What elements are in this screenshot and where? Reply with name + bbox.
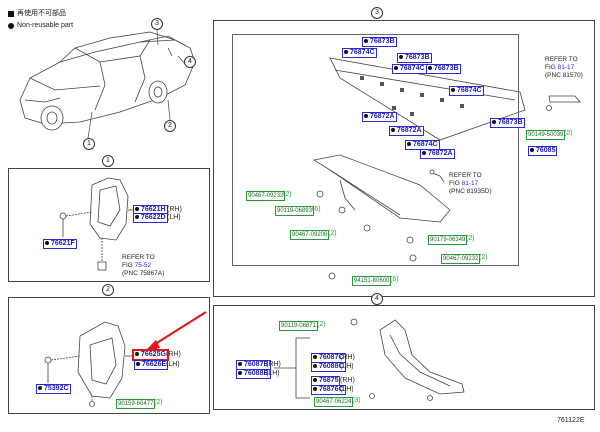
- part-90159-60477[interactable]: 90159-60477: [116, 399, 156, 409]
- part-75392C[interactable]: 75392C: [36, 384, 71, 394]
- panel-3-inner: [232, 34, 519, 266]
- part-76872A-3[interactable]: 76872A: [420, 149, 455, 159]
- panel-3: [213, 20, 595, 297]
- panel-3-label: 3: [371, 7, 383, 19]
- vehicle-illustration: [19, 31, 196, 131]
- part-90119-06871[interactable]: 90119-06871: [279, 321, 318, 331]
- part-76873B-2[interactable]: 76873B: [397, 53, 432, 63]
- panel-4-label: 4: [371, 293, 383, 305]
- part-76873B-4[interactable]: 76873B: [490, 118, 525, 128]
- part-90467-09206[interactable]: 90467-09206: [290, 230, 330, 240]
- panel-4: [213, 305, 595, 410]
- part-90467-06224[interactable]: 90467-06224: [314, 397, 354, 407]
- panel1-reference: REFER TO FIG 75-52 (PNC 75867A): [122, 254, 165, 277]
- panel3-spoiler-drawing: [312, 57, 581, 280]
- part-76872A-1[interactable]: 76872A: [362, 112, 397, 122]
- part-90149-50039[interactable]: 90149-50039: [526, 130, 566, 140]
- callout-3-top: 3: [151, 18, 163, 30]
- panel1-mudguard-drawing: [59, 177, 135, 271]
- callout-4-top: 4: [184, 56, 196, 68]
- callout-1-top: 1: [83, 138, 95, 150]
- part-76873B-3[interactable]: 76873B: [426, 64, 461, 74]
- dot-marker-icon: [8, 23, 14, 29]
- panel-1: [8, 168, 210, 282]
- callout-2-top: 2: [164, 120, 176, 132]
- part-90467-09232-1[interactable]: 90467-09232: [246, 191, 286, 201]
- panel2-mudguard-drawing: [44, 321, 132, 407]
- panel-1-label: 1: [102, 155, 114, 167]
- part-76088B[interactable]: 76088B: [236, 369, 271, 379]
- part-90119-06893[interactable]: 90119-06893: [275, 206, 314, 216]
- figure-id: 761122E: [557, 417, 585, 424]
- part-94151-80600[interactable]: 94151-80600: [352, 276, 392, 286]
- part-76088C[interactable]: 76088C: [311, 362, 346, 372]
- part-76626E[interactable]: 76626E: [134, 360, 169, 370]
- panel3-reference-81570: REFER TO FIG 81-17 (PNC 81570): [545, 56, 583, 79]
- part-76621F[interactable]: 76621F: [43, 239, 77, 249]
- part-76085[interactable]: 76085: [528, 146, 558, 156]
- fig-link-75-52[interactable]: 75-52: [134, 262, 152, 269]
- legend-non-reusable-jp: 再使用不可部品: [8, 9, 66, 19]
- part-76622D[interactable]: 76622D: [133, 213, 168, 223]
- part-76876C[interactable]: 76876C: [311, 385, 346, 395]
- square-marker-icon: [8, 11, 14, 17]
- fig-link-81-17-a[interactable]: 81-17: [557, 64, 575, 71]
- part-76874C-3[interactable]: 76874C: [449, 86, 484, 96]
- panel-2-label: 2: [102, 284, 114, 296]
- part-76874C-2[interactable]: 76874C: [392, 64, 427, 74]
- panel3-reference-81935D: REFER TO FIG 81-17 (PNC 81935D): [449, 172, 492, 195]
- part-76873B-1[interactable]: 76873B: [362, 37, 397, 47]
- part-90179-06349[interactable]: 90179-06349: [428, 235, 468, 245]
- part-76874C-1[interactable]: 76874C: [342, 48, 377, 58]
- panel-2: [8, 297, 210, 414]
- legend-non-reusable-en: Non-reusable part: [8, 21, 73, 31]
- panel4-garnish-drawing: [274, 318, 465, 401]
- part-76872A-2[interactable]: 76872A: [389, 126, 424, 136]
- fig-link-81-17-b[interactable]: 81-17: [461, 180, 479, 187]
- part-90467-09232-2[interactable]: 90467-09232: [441, 254, 481, 264]
